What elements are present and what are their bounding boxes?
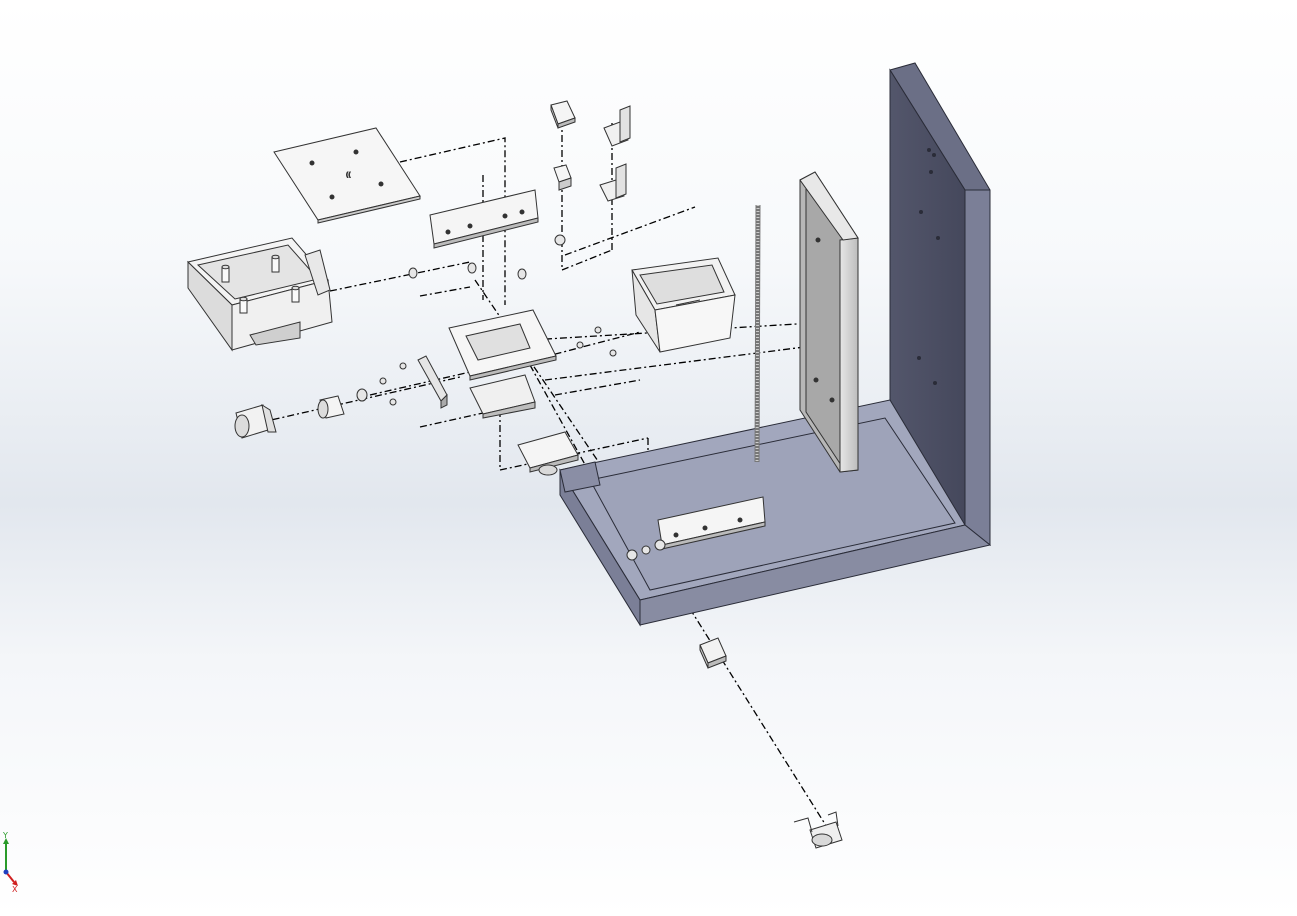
vertical-rail[interactable]: [799, 171, 859, 473]
side-plate[interactable]: [417, 355, 448, 409]
left-coupling[interactable]: [317, 395, 345, 419]
fasteners[interactable]: [379, 234, 666, 561]
base-frame[interactable]: [559, 62, 992, 627]
left-bracket[interactable]: [234, 403, 277, 439]
triad-x-label: X: [12, 885, 18, 894]
svg-text:((: ((: [346, 172, 351, 179]
wall-holes: [917, 148, 940, 385]
small-coupler[interactable]: [553, 164, 572, 191]
top-plate[interactable]: ((: [273, 127, 421, 224]
angle-bracket-lower[interactable]: [599, 163, 627, 202]
nut-block[interactable]: [517, 431, 579, 476]
angle-bracket-upper[interactable]: [603, 105, 631, 147]
lead-screw[interactable]: [754, 204, 761, 463]
top-block[interactable]: [550, 100, 576, 129]
triad-y-label: Y: [2, 831, 8, 840]
upper-bracket[interactable]: [429, 189, 539, 249]
left-bearing[interactable]: [356, 388, 368, 402]
stepper-motor[interactable]: [699, 637, 727, 669]
axis-triad: Y X: [2, 831, 18, 894]
carriage-plate[interactable]: [448, 309, 557, 381]
tray-with-pins[interactable]: [186, 237, 333, 352]
motor-mount-bracket[interactable]: [793, 811, 843, 849]
open-box[interactable]: [631, 257, 736, 353]
slider-block[interactable]: [469, 374, 536, 419]
